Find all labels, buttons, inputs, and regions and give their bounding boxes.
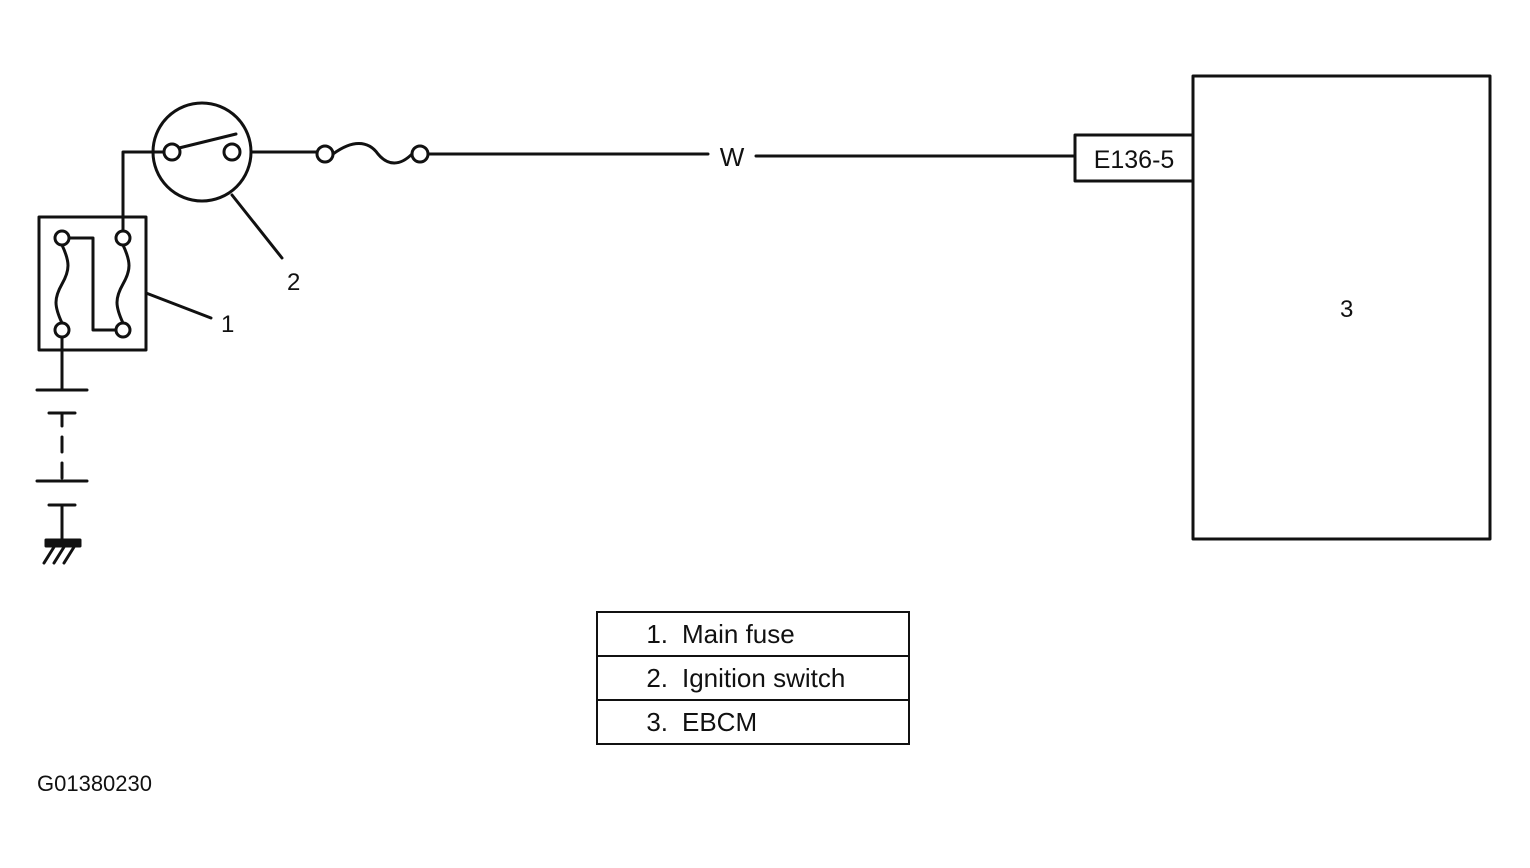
wire-color-label: W (720, 142, 745, 172)
legend-label: Ignition switch (682, 655, 910, 701)
figure-id: G01380230 (37, 771, 152, 796)
legend-number: 1. (596, 611, 682, 657)
legend-row: 2. Ignition switch (596, 655, 910, 701)
legend-number: 3. (596, 699, 682, 745)
inline-fuse (315, 142, 430, 165)
ebcm-box (1191, 74, 1492, 541)
legend-table: 1. Main fuse 2. Ignition switch 3. EBCM (596, 611, 910, 745)
legend-row: 3. EBCM (596, 699, 910, 745)
legend-label: Main fuse (682, 611, 910, 657)
legend-row: 1. Main fuse (596, 611, 910, 657)
callout-1: 1 (221, 311, 234, 338)
callout-3: 3 (1340, 296, 1353, 323)
battery-symbol (35, 335, 89, 542)
legend-number: 2. (596, 655, 682, 701)
main-fuse (37, 215, 148, 352)
ground-symbol (42, 538, 82, 565)
wire-fuse-to-switch (121, 150, 167, 233)
callout-leader-1 (144, 291, 213, 320)
callout-leader-2 (230, 193, 284, 260)
callout-2: 2 (287, 269, 300, 296)
legend-label: EBCM (682, 699, 910, 745)
ignition-switch (151, 101, 253, 203)
connector-label: E136-5 (1094, 146, 1175, 174)
